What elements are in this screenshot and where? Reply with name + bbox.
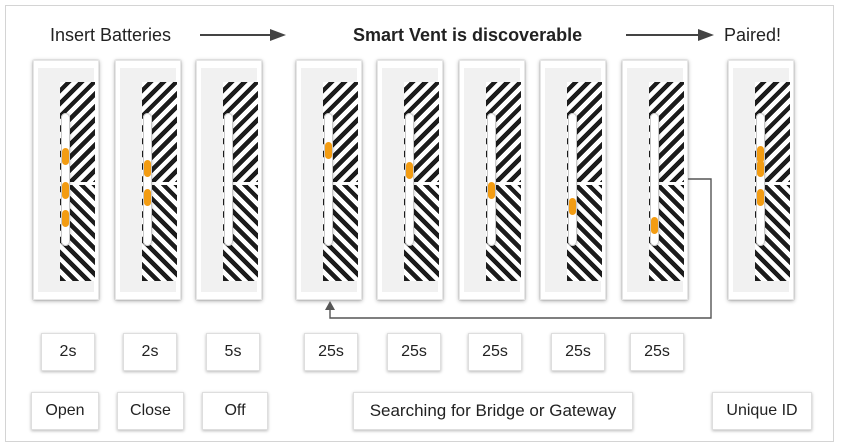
duration-box: 2s: [41, 333, 95, 371]
vent-1: [33, 60, 99, 300]
phase-arrow-2: [626, 29, 714, 41]
led-indicator: [488, 182, 495, 199]
vent-4: [296, 60, 362, 300]
step-close: Close: [117, 392, 184, 430]
phase-insert-batteries: Insert Batteries: [50, 25, 172, 45]
led-indicator: [651, 217, 658, 234]
vent-divider: [486, 182, 521, 185]
step-unique-id: Unique ID: [712, 392, 812, 430]
vent-divider: [142, 182, 177, 185]
led-indicator: [144, 160, 151, 177]
duration-box: 25s: [304, 333, 358, 371]
vent-divider: [323, 182, 358, 185]
led-indicator: [757, 146, 764, 163]
led-indicator: [569, 198, 576, 215]
vent-2: [115, 60, 181, 300]
duration-box: 25s: [551, 333, 605, 371]
step-off: Off: [202, 392, 268, 430]
led-indicator: [62, 210, 69, 227]
vent-light-slot: [650, 113, 659, 246]
vent-3: [196, 60, 262, 300]
led-indicator: [62, 182, 69, 199]
vent-light-slot: [324, 113, 333, 246]
duration-box: 2s: [123, 333, 177, 371]
phase-arrow-1: [200, 29, 286, 41]
vent-6: [459, 60, 525, 300]
led-indicator: [144, 189, 151, 206]
vent-divider: [649, 182, 684, 185]
led-indicator: [757, 160, 764, 177]
vent-light-slot: [568, 113, 577, 246]
vent-light-slot: [405, 113, 414, 246]
vent-5: [377, 60, 443, 300]
led-indicator: [325, 142, 332, 159]
vent-light-slot: [61, 113, 70, 246]
vent-light-slot: [224, 113, 233, 246]
duration-box: 5s: [206, 333, 260, 371]
vent-divider: [755, 182, 790, 185]
phase-paired: Paired!: [724, 25, 782, 45]
led-indicator: [406, 162, 413, 179]
vent-divider: [567, 182, 602, 185]
vent-7: [540, 60, 606, 300]
vent-9: [728, 60, 794, 300]
vent-divider: [404, 182, 439, 185]
vent-light-slot: [756, 113, 765, 246]
duration-box: 25s: [630, 333, 684, 371]
vent-divider: [223, 182, 258, 185]
led-indicator: [62, 148, 69, 165]
phase-discoverable: Smart Vent is discoverable: [353, 25, 583, 45]
diagram-frame: [5, 5, 834, 442]
duration-box: 25s: [387, 333, 441, 371]
led-indicator: [757, 189, 764, 206]
vent-light-slot: [487, 113, 496, 246]
vent-light-slot: [143, 113, 152, 246]
step-open: Open: [31, 392, 99, 430]
vent-divider: [60, 182, 95, 185]
step-searching: Searching for Bridge or Gateway: [353, 392, 633, 430]
duration-box: 25s: [468, 333, 522, 371]
vent-8: [622, 60, 688, 300]
